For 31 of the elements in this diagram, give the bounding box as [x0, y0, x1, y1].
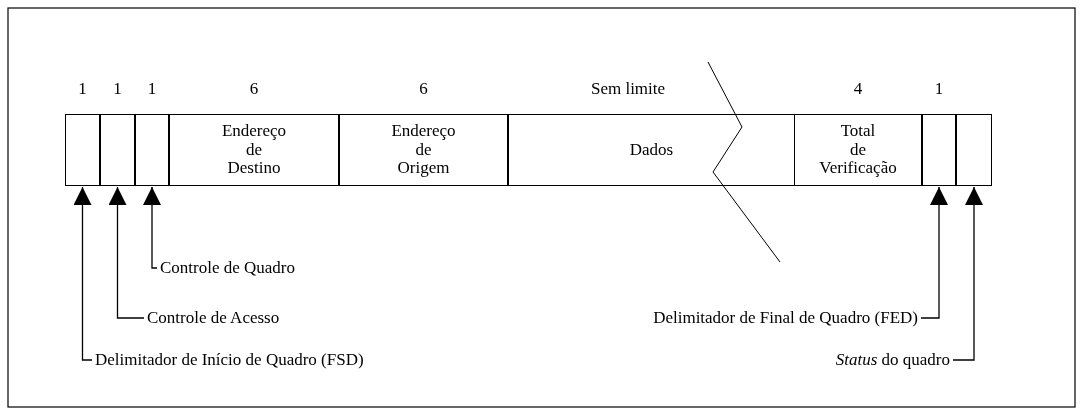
byte-count: 6 [249, 79, 259, 99]
field-name: Endereço de Destino [221, 121, 287, 179]
frame-field-box [508, 114, 794, 186]
leader-arrow [108, 186, 145, 319]
callout-text: Controle de Quadro [160, 258, 296, 278]
frame-field-box [956, 114, 992, 186]
field-name: Total de Verificação [819, 121, 897, 179]
callout-text: Status do quadro [835, 350, 950, 370]
callout-text: Delimitador de Final de Quadro (FED) [653, 308, 918, 328]
byte-count: 1 [78, 79, 87, 99]
byte-count: 4 [853, 79, 863, 99]
frame-field-box [339, 114, 508, 186]
byte-count: 1 [934, 79, 944, 99]
frame-field-box [65, 114, 100, 186]
byte-count: 1 [113, 79, 122, 99]
frame-field-box [169, 114, 339, 186]
frame-field-box [135, 114, 169, 186]
byte-count: Sem limite [590, 79, 666, 99]
leader-arrow [920, 186, 948, 319]
byte-count: 6 [419, 79, 428, 99]
frame-field-box [922, 114, 956, 186]
callout-text: Delimitador de Início de Quadro (FSD) [95, 350, 364, 370]
byte-count: 1 [147, 79, 157, 99]
leader-arrow [143, 186, 161, 269]
frame-field-box [794, 114, 922, 186]
field-name: Dados [629, 140, 674, 160]
leader-arrow [952, 186, 983, 361]
field-name: Endereço de Origem [391, 121, 456, 179]
frame-field-box [100, 114, 135, 186]
leader-arrow [73, 186, 93, 361]
callout-text: Controle de Acesso [147, 308, 280, 328]
